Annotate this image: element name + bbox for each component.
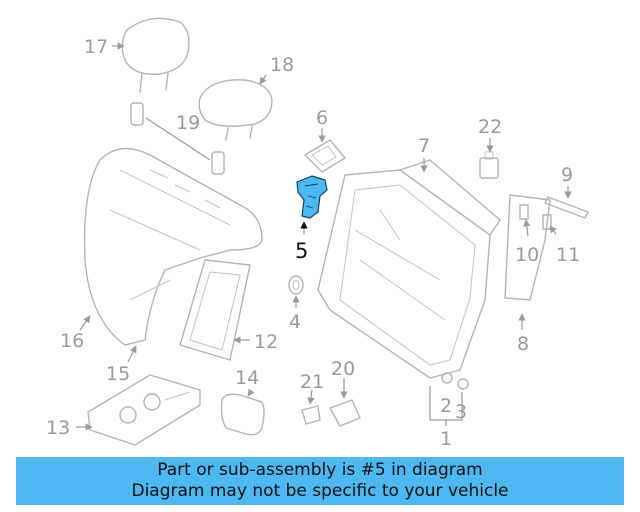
callout-5-highlighted: 5 [295, 239, 308, 263]
lock-part[interactable] [479, 151, 499, 179]
callout-17: 17 [84, 36, 108, 58]
callout-13: 13 [46, 417, 70, 439]
bushing-part[interactable] [288, 275, 304, 295]
callout-11: 11 [556, 244, 580, 266]
bracket-part[interactable] [304, 139, 346, 173]
callout-15: 15 [106, 363, 130, 385]
callout-8: 8 [517, 333, 529, 355]
callout-1: 1 [440, 428, 452, 450]
callout-22: 22 [478, 116, 502, 138]
callout-6: 6 [316, 107, 328, 129]
rear-panel-part[interactable] [504, 194, 551, 301]
seat-back-frame-part[interactable] [317, 159, 501, 379]
cover-part-20[interactable] [329, 399, 361, 427]
bolt-part[interactable] [441, 372, 453, 384]
callout-14: 14 [235, 367, 259, 389]
clip-part-21[interactable] [301, 405, 321, 425]
callout-3: 3 [455, 401, 467, 423]
callout-7: 7 [418, 135, 430, 157]
banner-line-2: Diagram may not be specific to your vehi… [131, 481, 509, 501]
callout-18: 18 [270, 54, 294, 76]
part-info-banner: Part or sub-assembly is #5 in diagram Di… [16, 457, 624, 505]
callout-19: 19 [176, 112, 200, 134]
callout-16: 16 [60, 330, 84, 352]
clip-part-11[interactable] [542, 214, 552, 230]
callout-21: 21 [300, 371, 324, 393]
seat-back-hinge-part[interactable] [296, 175, 328, 219]
callout-4: 4 [289, 311, 301, 333]
backrest-cushion-part[interactable] [83, 147, 263, 346]
callout-12: 12 [254, 331, 278, 353]
nut-part[interactable] [457, 378, 469, 390]
armrest-cover-part[interactable] [220, 393, 265, 436]
callout-9: 9 [561, 164, 573, 186]
callout-2: 2 [440, 395, 452, 417]
armrest-part[interactable] [87, 374, 201, 446]
headrest-right-part[interactable] [198, 79, 273, 141]
headrest-left-part[interactable] [121, 17, 190, 93]
headrest-guide-part[interactable] [130, 102, 225, 175]
callout-20: 20 [331, 358, 355, 380]
armrest-frame-part[interactable] [179, 259, 251, 361]
trim-strip-part[interactable] [544, 196, 589, 219]
callout-10: 10 [515, 244, 539, 266]
clip-part-10[interactable] [519, 204, 529, 220]
banner-line-1: Part or sub-assembly is #5 in diagram [157, 460, 483, 480]
